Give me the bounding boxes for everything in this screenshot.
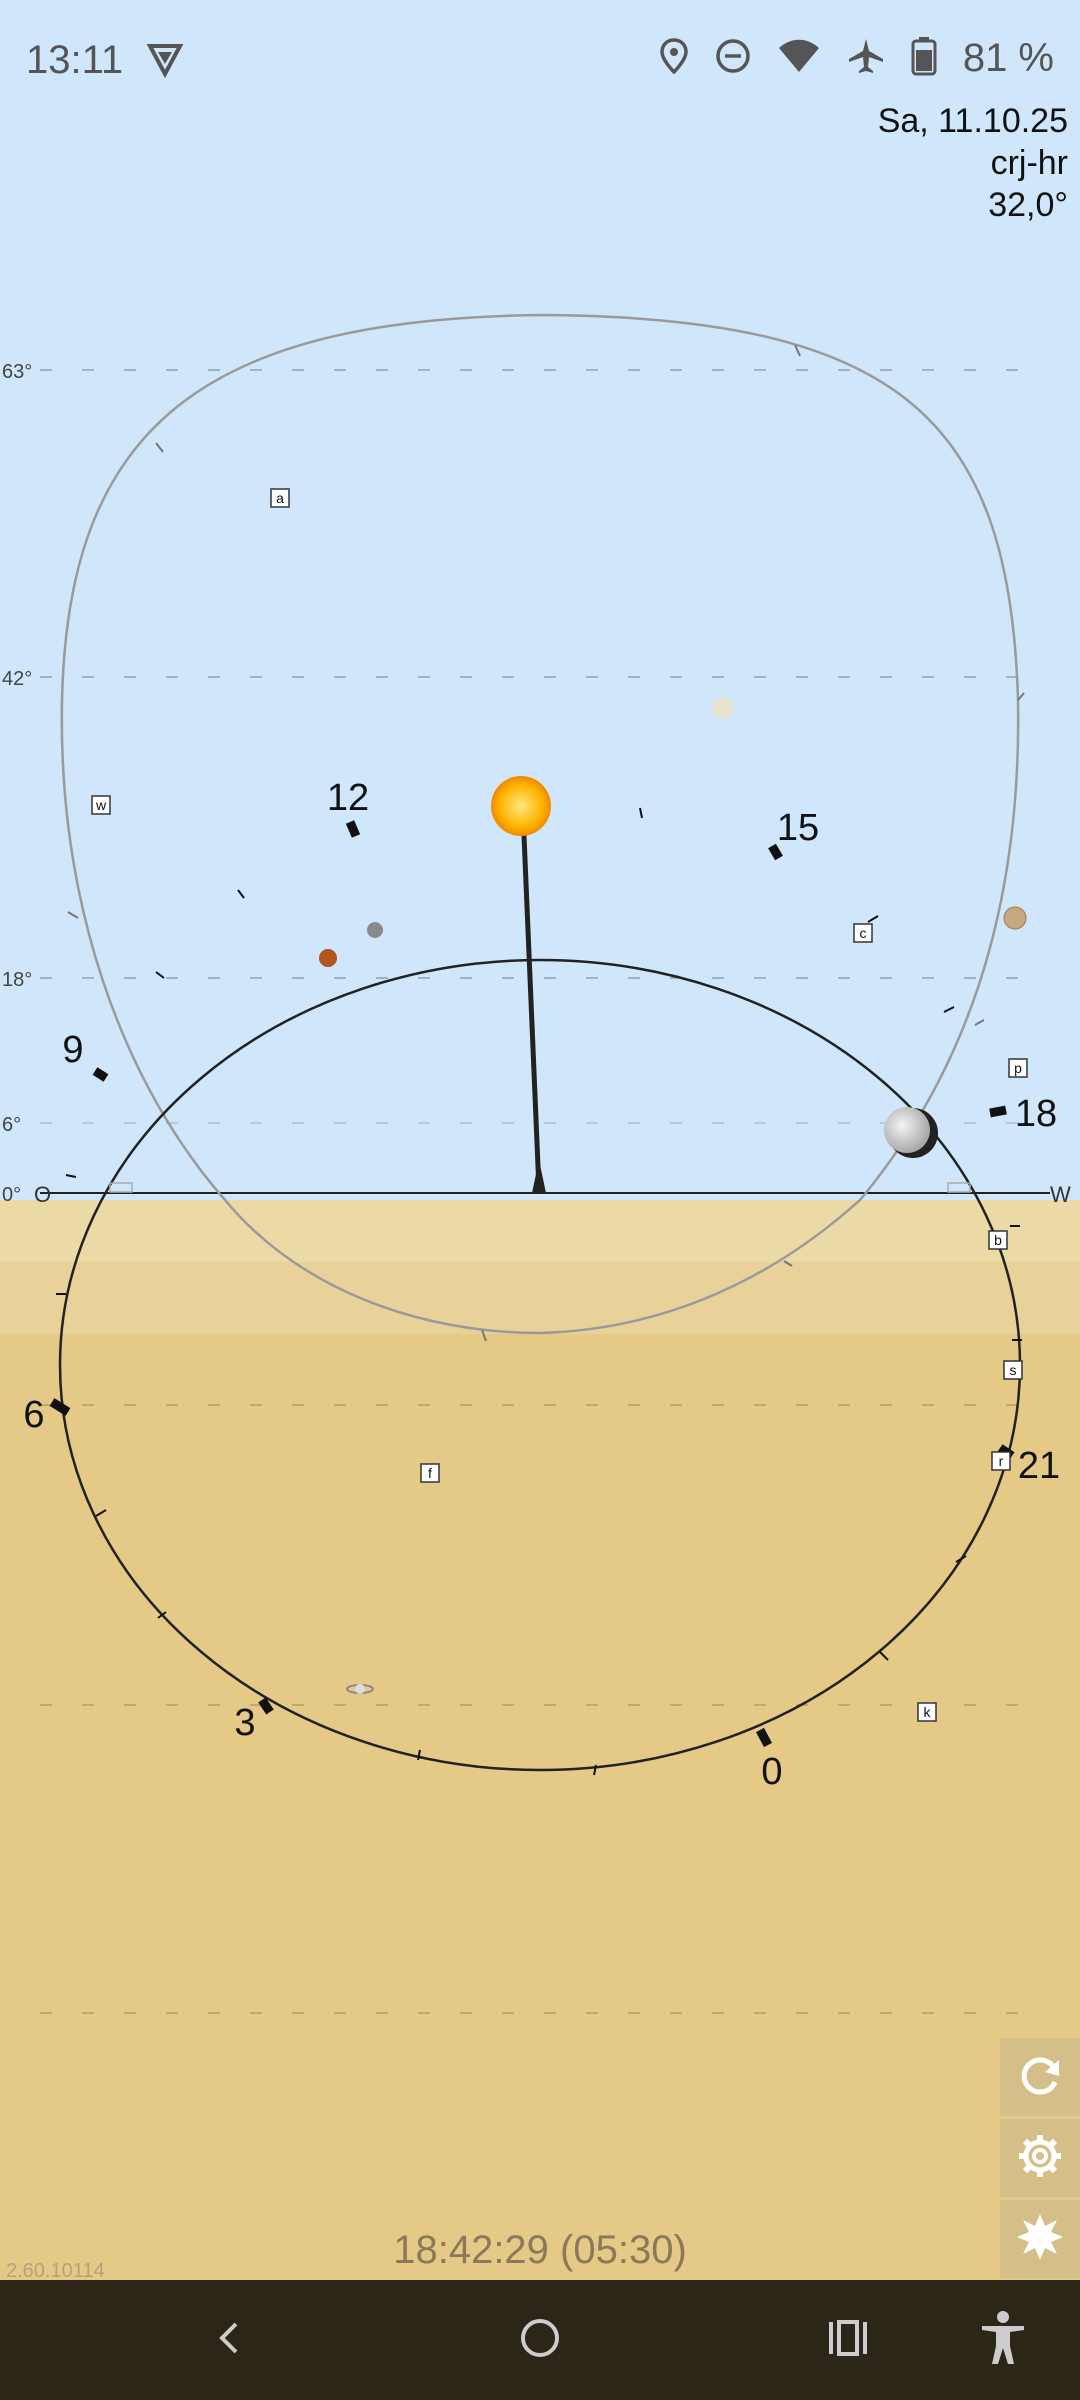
navigation-bar (0, 2280, 1080, 2400)
star-marker-c[interactable]: c (860, 925, 867, 941)
info-latitude: 32,0° (988, 186, 1068, 224)
battery-icon (911, 36, 937, 81)
status-bar: 13:11 81 % (0, 0, 1080, 120)
east-horizon-marker (109, 1182, 133, 1193)
battery-percentage: 81 % (962, 36, 1054, 80)
direction-east: O (34, 1182, 51, 1207)
recents-button[interactable] (808, 2300, 888, 2380)
hour-label-6: 6 (23, 1394, 44, 1436)
status-time: 13:11 (26, 38, 124, 82)
ground-background (0, 1334, 1080, 2280)
hour-label-12: 12 (327, 777, 369, 819)
sun-burst-icon (1015, 2212, 1065, 2267)
altitude-labels: 63° 42° 18° 6° 0° (2, 361, 32, 1206)
star-marker-w[interactable]: w (95, 797, 107, 813)
hour-label-21: 21 (1018, 1445, 1060, 1487)
sun-altitude-pointer (520, 811, 542, 1191)
planet-mercury-icon[interactable] (367, 922, 383, 938)
time-readout: 18:42:29 (05:30) (393, 2228, 687, 2272)
do-not-disturb-icon (715, 38, 751, 79)
star-markers: a w c p b s r f k (91, 488, 1028, 1722)
altitude-label-0: 0° (2, 1184, 21, 1206)
ground-twilight-band-2 (0, 1262, 1080, 1334)
wifi-icon (777, 38, 821, 79)
star-marker-a[interactable]: a (276, 490, 284, 506)
hour-label-9: 9 (62, 1029, 83, 1071)
altitude-label-63: 63° (2, 361, 32, 383)
sun-daily-path (58, 958, 1022, 1772)
grey-orbit-path (60, 313, 1020, 1335)
refresh-icon (1015, 2050, 1065, 2105)
moon-icon[interactable] (884, 1107, 938, 1158)
altitude-label-42: 42° (2, 668, 32, 690)
altitude-label-6: 6° (2, 1114, 21, 1136)
vpn-shield-icon (146, 40, 184, 83)
hour-label-15: 15 (777, 807, 819, 849)
star-marker-f[interactable]: f (428, 1465, 432, 1481)
planet-saturn-icon[interactable] (346, 1684, 374, 1694)
pointer-base-icon (532, 1160, 546, 1193)
star-marker-p[interactable]: p (1014, 1060, 1022, 1076)
airplane-mode-icon (847, 37, 885, 80)
hour-label-18: 18 (1015, 1093, 1057, 1135)
brightness-button[interactable] (1000, 2200, 1080, 2278)
accessibility-button[interactable] (963, 2300, 1043, 2380)
settings-button[interactable] (1000, 2119, 1080, 2197)
hour-label-3: 3 (234, 1702, 255, 1744)
sky-background (0, 0, 1080, 1200)
home-icon (518, 2316, 562, 2365)
sun-icon[interactable] (491, 776, 551, 836)
app-version: 2.60.10114 (6, 2260, 105, 2282)
west-horizon-marker (947, 1182, 971, 1193)
planet-jupiter-icon[interactable] (1003, 906, 1027, 930)
gear-icon (1015, 2131, 1065, 2186)
star-marker-s[interactable]: s (1010, 1362, 1017, 1378)
refresh-button[interactable] (1000, 2038, 1080, 2116)
hour-minor-ticks (56, 807, 1022, 1776)
star-marker-k[interactable]: k (924, 1704, 932, 1720)
observation-info: Sa, 11.10.25 crj-hr 32,0° (878, 100, 1068, 226)
star-marker-r[interactable]: r (999, 1453, 1004, 1469)
hour-labels: 12 15 9 18 6 21 3 0 (23, 777, 1060, 1793)
planet-venus-icon[interactable] (712, 697, 734, 719)
location-pin-icon (659, 38, 689, 79)
hour-label-0: 0 (761, 1751, 782, 1793)
star-marker-b[interactable]: b (994, 1232, 1002, 1248)
back-icon (210, 2318, 250, 2363)
home-button[interactable] (500, 2300, 580, 2380)
planet-mars-icon[interactable] (319, 949, 337, 967)
grey-path-ticks (67, 344, 1025, 1342)
info-location: crj-hr (990, 144, 1068, 182)
ground-twilight-band (0, 1200, 1080, 1262)
back-button[interactable] (190, 2300, 270, 2380)
accessibility-icon (978, 2310, 1028, 2371)
recents-icon (826, 2316, 870, 2365)
altitude-label-18: 18° (2, 969, 32, 991)
info-date: Sa, 11.10.25 (877, 102, 1068, 140)
direction-west: W (1050, 1182, 1071, 1207)
